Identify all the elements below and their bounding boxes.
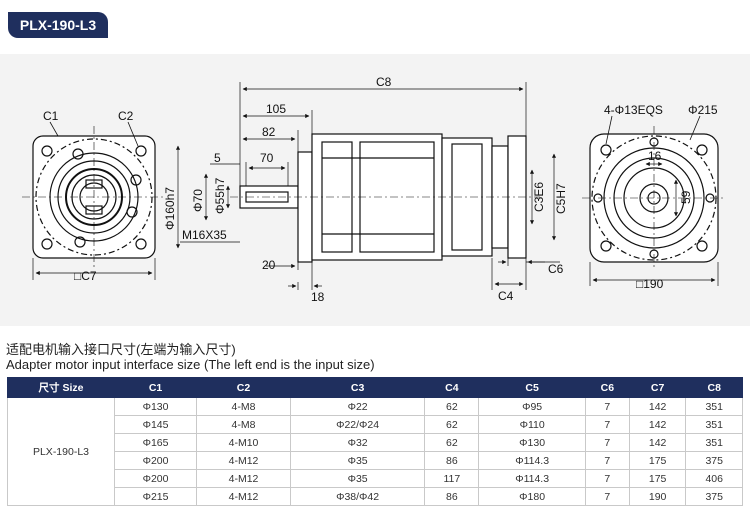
table-row: Φ200 4-M12 Φ35 86 Φ114.3 7 175 375 <box>8 451 743 470</box>
header-c6: C6 <box>584 377 630 398</box>
cell: Φ130 <box>113 397 198 416</box>
label-c4: C4 <box>498 289 514 303</box>
cell: 7 <box>584 433 630 452</box>
cell: 4-M8 <box>196 397 291 416</box>
label-c1: C1 <box>43 109 59 123</box>
cell: Φ114.3 <box>478 451 586 470</box>
cell: 7 <box>584 469 630 488</box>
caption-chinese: 适配电机输入接口尺寸(左端为输入尺寸) <box>6 342 236 357</box>
label-160h7: Φ160h7 <box>163 187 177 230</box>
header-c8: C8 <box>685 377 743 398</box>
cell: Φ32 <box>289 433 426 452</box>
cell: Φ145 <box>113 415 198 434</box>
table-row: Φ145 4-M8 Φ22/Φ24 62 Φ110 7 142 351 <box>8 415 743 434</box>
label-c3: C3E6 <box>532 182 546 212</box>
header-c4: C4 <box>424 377 480 398</box>
table-row: PLX-190-L3 Φ130 4-M8 Φ22 62 Φ95 7 142 35… <box>7 397 743 506</box>
label-70: 70 <box>260 151 274 165</box>
cell: Φ35 <box>289 469 426 488</box>
drawing-svg: C1 C2 □C7 <box>22 75 726 304</box>
label-5: 5 <box>214 151 221 165</box>
cell: 406 <box>685 469 743 488</box>
cell: 4-M12 <box>196 469 291 488</box>
cell: 7 <box>584 451 630 470</box>
model-cell: PLX-190-L3 <box>7 397 115 506</box>
label-59: 59 <box>679 190 693 204</box>
cell: Φ38/Φ42 <box>289 487 426 506</box>
label-16: 16 <box>648 149 662 163</box>
cell: 4-M12 <box>196 487 291 506</box>
cell: 62 <box>424 433 480 452</box>
cell: 351 <box>685 415 743 434</box>
header-c7: C7 <box>628 377 687 398</box>
cell: Φ165 <box>113 433 198 452</box>
caption-english: Adapter motor input interface size (The … <box>6 357 375 372</box>
cell: Φ110 <box>478 415 586 434</box>
table-header-row: 尺寸 Size C1 C2 C3 C4 C5 C6 C7 C8 <box>7 377 743 398</box>
label-c2: C2 <box>118 109 134 123</box>
label-c7: □C7 <box>74 269 97 283</box>
cell: 142 <box>628 415 687 434</box>
cell: 375 <box>685 487 743 506</box>
cell: 142 <box>628 433 687 452</box>
cell: 86 <box>424 487 480 506</box>
header-c3: C3 <box>289 377 426 398</box>
cell: 375 <box>685 451 743 470</box>
technical-drawing: C1 C2 □C7 <box>0 54 750 326</box>
label-105: 105 <box>266 102 286 116</box>
label-190: □190 <box>636 277 664 291</box>
cell: Φ130 <box>478 433 586 452</box>
side-view <box>175 82 560 290</box>
label-18: 18 <box>311 290 325 304</box>
label-82: 82 <box>262 125 276 139</box>
label-c5: C5H7 <box>554 183 568 214</box>
cell: 4-M10 <box>196 433 291 452</box>
label-20: 20 <box>262 258 276 272</box>
cell: 4-M12 <box>196 451 291 470</box>
page-title: PLX-190-L3 <box>8 12 108 38</box>
cell: 7 <box>584 397 630 416</box>
cell: 86 <box>424 451 480 470</box>
label-55h7: Φ55h7 <box>213 177 227 214</box>
spec-table: 尺寸 Size C1 C2 C3 C4 C5 C6 C7 C8 PLX-190-… <box>7 377 743 506</box>
cell: 175 <box>628 469 687 488</box>
label-70-dia: Φ70 <box>191 189 205 212</box>
cell: 142 <box>628 397 687 416</box>
header-size: 尺寸 Size <box>7 377 115 398</box>
table-row: Φ165 4-M10 Φ32 62 Φ130 7 142 351 <box>8 433 743 452</box>
cell: 351 <box>685 433 743 452</box>
cell: Φ200 <box>113 469 198 488</box>
header-c2: C2 <box>196 377 291 398</box>
cell: 7 <box>584 415 630 434</box>
left-view <box>22 121 166 280</box>
cell: 351 <box>685 397 743 416</box>
cell: Φ200 <box>113 451 198 470</box>
cell: 117 <box>424 469 480 488</box>
header-c1: C1 <box>113 377 198 398</box>
cell: 4-M8 <box>196 415 291 434</box>
label-215: Φ215 <box>688 103 718 117</box>
cell: Φ95 <box>478 397 586 416</box>
label-holes: 4-Φ13EQS <box>604 103 663 117</box>
cell: Φ215 <box>113 487 198 506</box>
cell: 175 <box>628 451 687 470</box>
label-m16x35: M16X35 <box>182 228 227 242</box>
cell: Φ114.3 <box>478 469 586 488</box>
right-view <box>582 115 726 286</box>
table-row: Φ200 4-M12 Φ35 117 Φ114.3 7 175 406 <box>8 469 743 488</box>
cell: 7 <box>584 487 630 506</box>
cell: 62 <box>424 397 480 416</box>
label-c6: C6 <box>548 262 564 276</box>
cell: Φ22/Φ24 <box>289 415 426 434</box>
cell: Φ180 <box>478 487 586 506</box>
cell: Φ35 <box>289 451 426 470</box>
table-row: Φ215 4-M12 Φ38/Φ42 86 Φ180 7 190 375 <box>8 487 743 506</box>
label-c8: C8 <box>376 75 392 89</box>
header-c5: C5 <box>478 377 586 398</box>
cell: Φ22 <box>289 397 426 416</box>
cell: 62 <box>424 415 480 434</box>
cell: 190 <box>628 487 687 506</box>
